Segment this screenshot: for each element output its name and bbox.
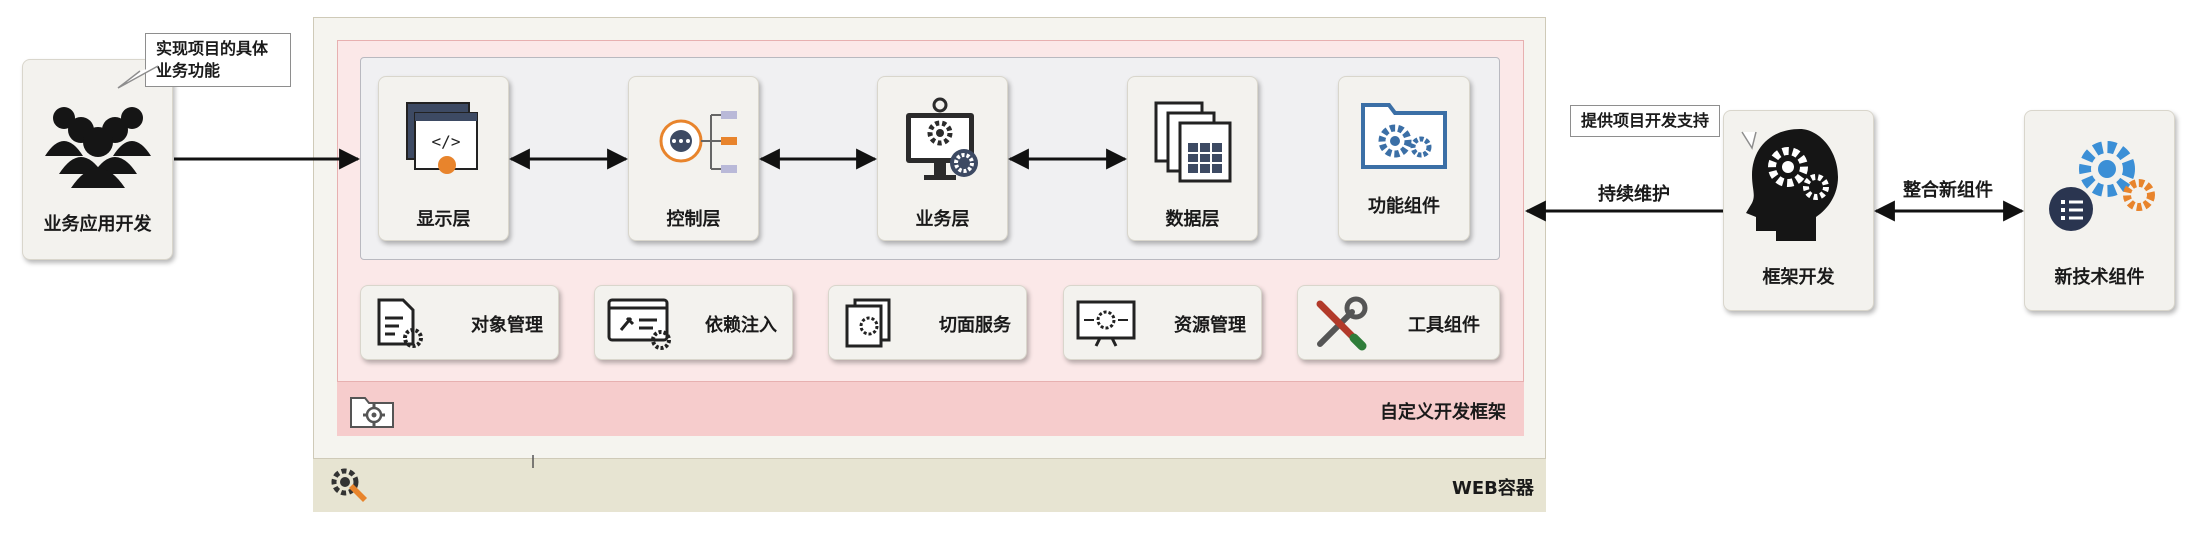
framework-dev-callout: 提供项目开发支持 (1570, 105, 1721, 137)
data-table-icon (1154, 101, 1232, 183)
layer-card-control: 控制层 (628, 76, 759, 241)
framework-dev-card: 框架开发 (1723, 110, 1874, 311)
monitor-settings-icon (1076, 300, 1136, 347)
service-card-di: 依赖注入 (594, 285, 793, 360)
layered-files-icon (845, 298, 891, 348)
layer-card-display: </> 显示层 (378, 76, 509, 241)
head-gears-icon (1746, 129, 1838, 241)
new-tech-label: 新技术组件 (2054, 267, 2145, 288)
app-dev-callout: 实现项目的具体业务功能 (145, 33, 291, 87)
new-tech-card: 新技术组件 (2024, 110, 2175, 311)
app-dev-label: 业务应用开发 (43, 214, 152, 235)
tech-gears-icon (2049, 141, 2155, 231)
service-card-aop: 切面服务 (828, 285, 1027, 360)
layer-card-data: 数据层 (1127, 76, 1258, 241)
custom-framework-footer (337, 381, 1524, 436)
service-label: 切面服务 (939, 315, 1011, 336)
layer-card-components: 功能组件 (1338, 76, 1470, 241)
framework-dev-label: 框架开发 (1762, 267, 1835, 288)
wrench-gear-icon (331, 468, 367, 502)
layer-label: 控制层 (666, 209, 721, 230)
web-container-footer (313, 458, 1546, 512)
service-label: 对象管理 (471, 315, 543, 336)
wrench-screwdriver-icon (1316, 296, 1368, 351)
code-window-icon: </> (406, 102, 478, 174)
layer-label: 显示层 (416, 209, 471, 230)
service-label: 资源管理 (1174, 315, 1246, 336)
folder-gear-icon (350, 397, 394, 428)
browser-tools-icon (607, 298, 671, 350)
service-card-resource-mgmt: 资源管理 (1063, 285, 1262, 360)
document-gear-icon (377, 298, 423, 348)
layer-card-business: 业务层 (877, 76, 1008, 241)
app-dev-card: 业务应用开发 (22, 59, 173, 260)
web-container-label: WEB容器 (1452, 478, 1534, 499)
service-card-object-mgmt: 对象管理 (360, 285, 559, 360)
layer-label: 业务层 (915, 209, 970, 230)
integrate-label: 整合新组件 (1903, 180, 1993, 201)
service-label: 工具组件 (1408, 315, 1480, 336)
service-card-tools: 工具组件 (1297, 285, 1500, 360)
users-group-icon (45, 107, 151, 188)
service-label: 依赖注入 (705, 315, 777, 336)
folder-gears-icon (1361, 103, 1447, 169)
layer-label: 功能组件 (1368, 196, 1440, 217)
svg-text:</>: </> (432, 132, 461, 151)
layer-label: 数据层 (1165, 209, 1220, 230)
control-flow-icon (659, 111, 737, 173)
maintain-label: 持续维护 (1598, 184, 1670, 205)
custom-framework-label: 自定义开发框架 (1380, 402, 1506, 423)
monitor-gear-icon (906, 97, 978, 180)
